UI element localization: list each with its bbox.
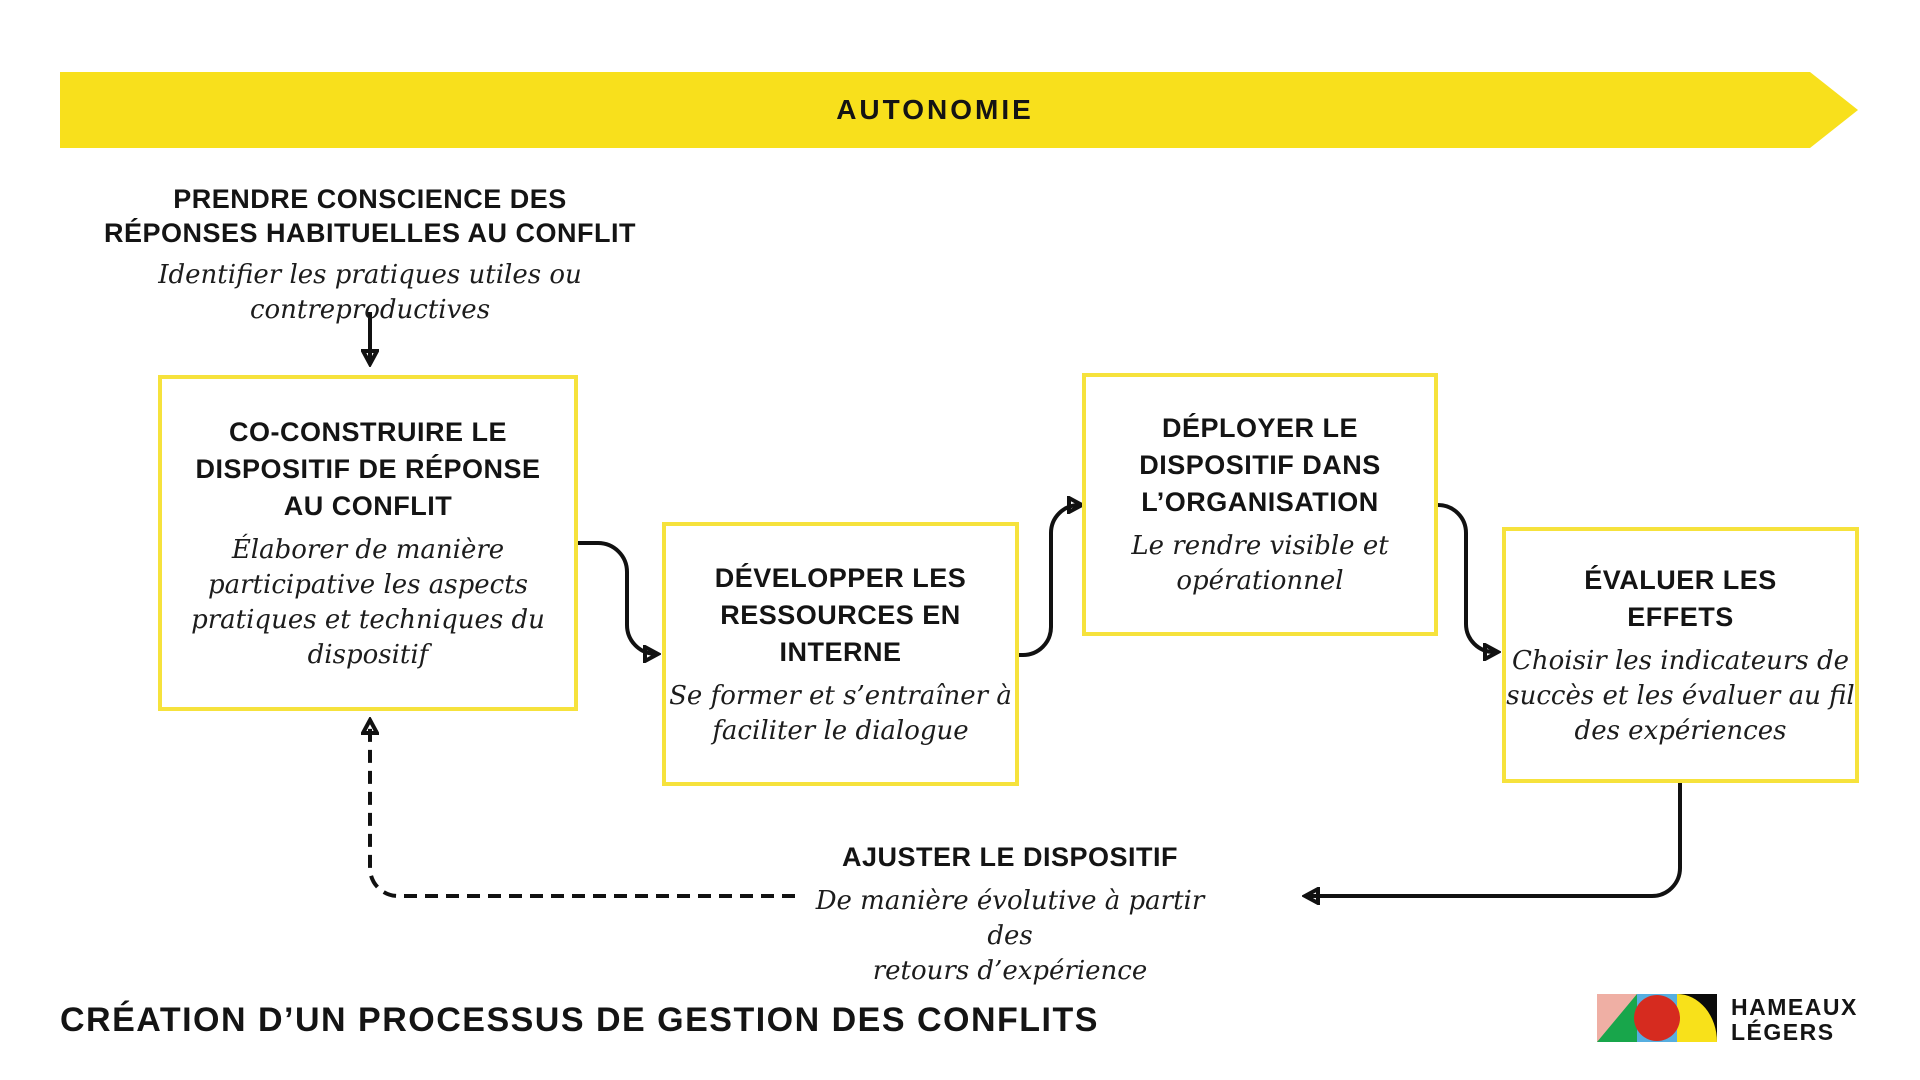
step-deploy-title: DÉPLOYER LE DISPOSITIF DANS L’ORGANISATI… — [1139, 413, 1381, 517]
logo-black-corner — [1677, 994, 1717, 1042]
hameaux-legers-logo: HAMEAUX LÉGERS — [1597, 994, 1858, 1045]
step-cobuild-title: CO-CONSTRUIRE LE DISPOSITIF DE RÉPONSE A… — [195, 416, 541, 521]
autonomie-banner-arrow: AUTONOMIE — [60, 72, 1858, 148]
step-cobuild-subtitle: Élaborer de manière participative les as… — [191, 534, 545, 670]
banner-label: AUTONOMIE — [836, 94, 1034, 125]
step-awareness: PRENDRE CONSCIENCE DES RÉPONSES HABITUEL… — [40, 182, 700, 328]
step-adjust: AJUSTER LE DISPOSITIF De manière évoluti… — [800, 838, 1220, 989]
arrow-deploy-to-evaluate — [1437, 503, 1496, 652]
step-deploy-subtitle: Le rendre visible et opérationnel — [1131, 531, 1389, 596]
page-title: CRÉATION D’UN PROCESSUS DE GESTION DES C… — [60, 1001, 1099, 1039]
step-adjust-title: AJUSTER LE DISPOSITIF — [841, 842, 1179, 872]
logo-wordmark-line2: LÉGERS — [1731, 1019, 1835, 1045]
step-cobuild-box: CO-CONSTRUIRE LE DISPOSITIF DE RÉPONSE A… — [158, 375, 578, 711]
logo-wordmark-line1: HAMEAUX — [1731, 994, 1858, 1020]
step-deploy-box: DÉPLOYER LE DISPOSITIF DANS L’ORGANISATI… — [1082, 373, 1438, 636]
arrow-cobuild-to-develop — [578, 541, 656, 654]
arrow-develop-to-deploy — [1018, 505, 1080, 657]
step-evaluate-box: ÉVALUER LES EFFETS Choisir les indicateu… — [1502, 527, 1859, 783]
logo-wordmark: HAMEAUX LÉGERS — [1731, 994, 1858, 1045]
step-evaluate-subtitle: Choisir les indicateurs de succès et les… — [1506, 645, 1855, 746]
step-develop-title: DÉVELOPPER LES RESSOURCES EN INTERNE — [714, 562, 967, 667]
step-develop-subtitle: Se former et s’entraîner à faciliter le … — [669, 680, 1012, 746]
step-awareness-title: PRENDRE CONSCIENCE DES RÉPONSES HABITUEL… — [103, 184, 637, 248]
step-adjust-subtitle: De manière évolutive à partir des retour… — [815, 886, 1205, 986]
logo-mark — [1597, 994, 1717, 1042]
logo-green-triangle — [1597, 994, 1637, 1042]
logo-red-circle — [1634, 995, 1680, 1041]
step-evaluate-title: ÉVALUER LES EFFETS — [1584, 564, 1777, 632]
step-develop-box: DÉVELOPPER LES RESSOURCES EN INTERNE Se … — [662, 522, 1019, 786]
arrow-evaluate-to-adjust — [1307, 783, 1682, 896]
step-awareness-subtitle: Identifier les pratiques utiles ou contr… — [158, 260, 582, 325]
